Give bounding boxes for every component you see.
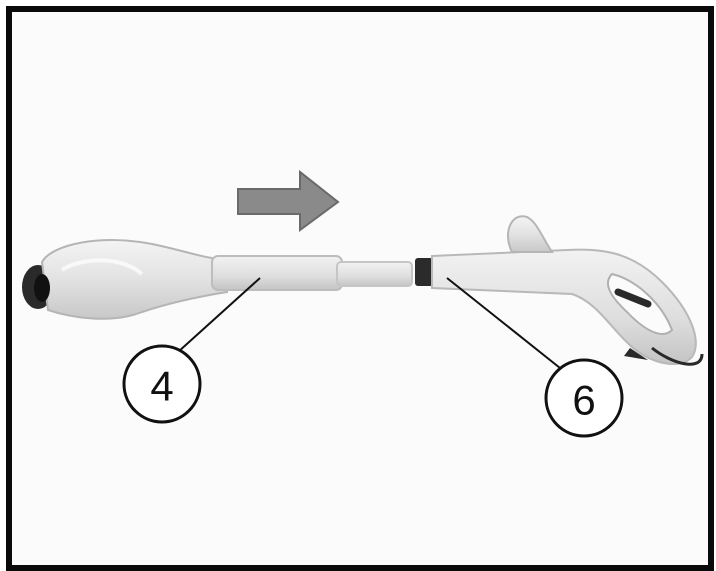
motor-housing — [22, 239, 228, 320]
handle-section — [415, 215, 704, 366]
leader-line-4 — [177, 277, 261, 353]
callout-6-label: 6 — [572, 377, 595, 424]
lower-tube — [211, 255, 413, 291]
assembly-illustration: 4 6 — [22, 169, 704, 438]
callout-4: 4 — [122, 344, 202, 424]
right-arrow-icon — [237, 169, 340, 232]
callout-4-label: 4 — [150, 363, 173, 410]
figure-frame: 4 6 — [6, 6, 714, 571]
leader-line-6 — [446, 277, 561, 369]
callout-6: 6 — [544, 358, 624, 438]
